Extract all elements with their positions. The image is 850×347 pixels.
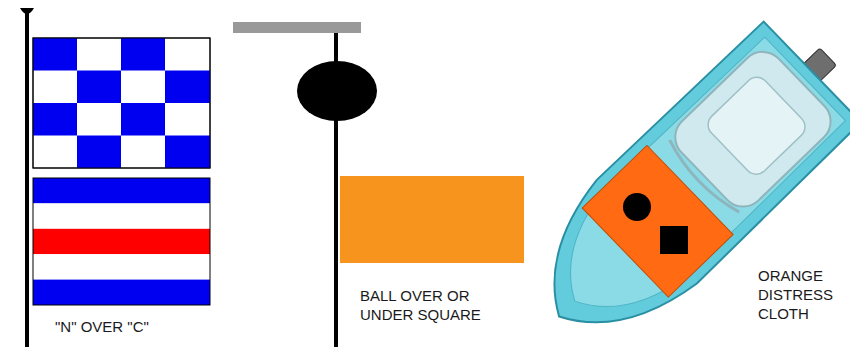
flag-stripe [33, 229, 210, 254]
flag-stripe [33, 280, 210, 305]
checker-square [77, 136, 121, 169]
flag-n-field [33, 38, 210, 168]
boat [509, 5, 850, 347]
boat-cabin [666, 43, 840, 216]
checker-square [33, 38, 77, 71]
checker-square [121, 103, 165, 136]
orange-distress-cloth [582, 145, 733, 297]
flag-stripe [33, 254, 210, 279]
black-ball [297, 61, 377, 121]
boat-hull [509, 20, 850, 347]
flag-c-border [33, 178, 210, 305]
boat-seat [703, 72, 810, 179]
checker-square [165, 136, 210, 169]
caption-label: BALL OVER OR UNDER SQUARE [360, 286, 495, 324]
cloth-ball-symbol [623, 193, 651, 221]
square-shape [340, 176, 524, 263]
checker-square [77, 71, 121, 104]
checker-square [33, 103, 77, 136]
flag-stripe [33, 203, 210, 228]
boat-deck [533, 36, 847, 345]
flag-pole [25, 8, 29, 347]
caption-label: "N" OVER "C" [55, 317, 225, 336]
caption-label: ORANGE DISTRESS CLOTH [758, 266, 840, 323]
flag-c [33, 178, 210, 305]
flag-n [33, 38, 210, 168]
yardarm [233, 22, 361, 33]
cloth-square-symbol [660, 226, 688, 254]
flag-n-border [33, 38, 210, 168]
flag-stripe [33, 178, 210, 203]
checker-square [121, 38, 165, 71]
checker-square [165, 71, 210, 104]
pole-finial [20, 8, 34, 14]
